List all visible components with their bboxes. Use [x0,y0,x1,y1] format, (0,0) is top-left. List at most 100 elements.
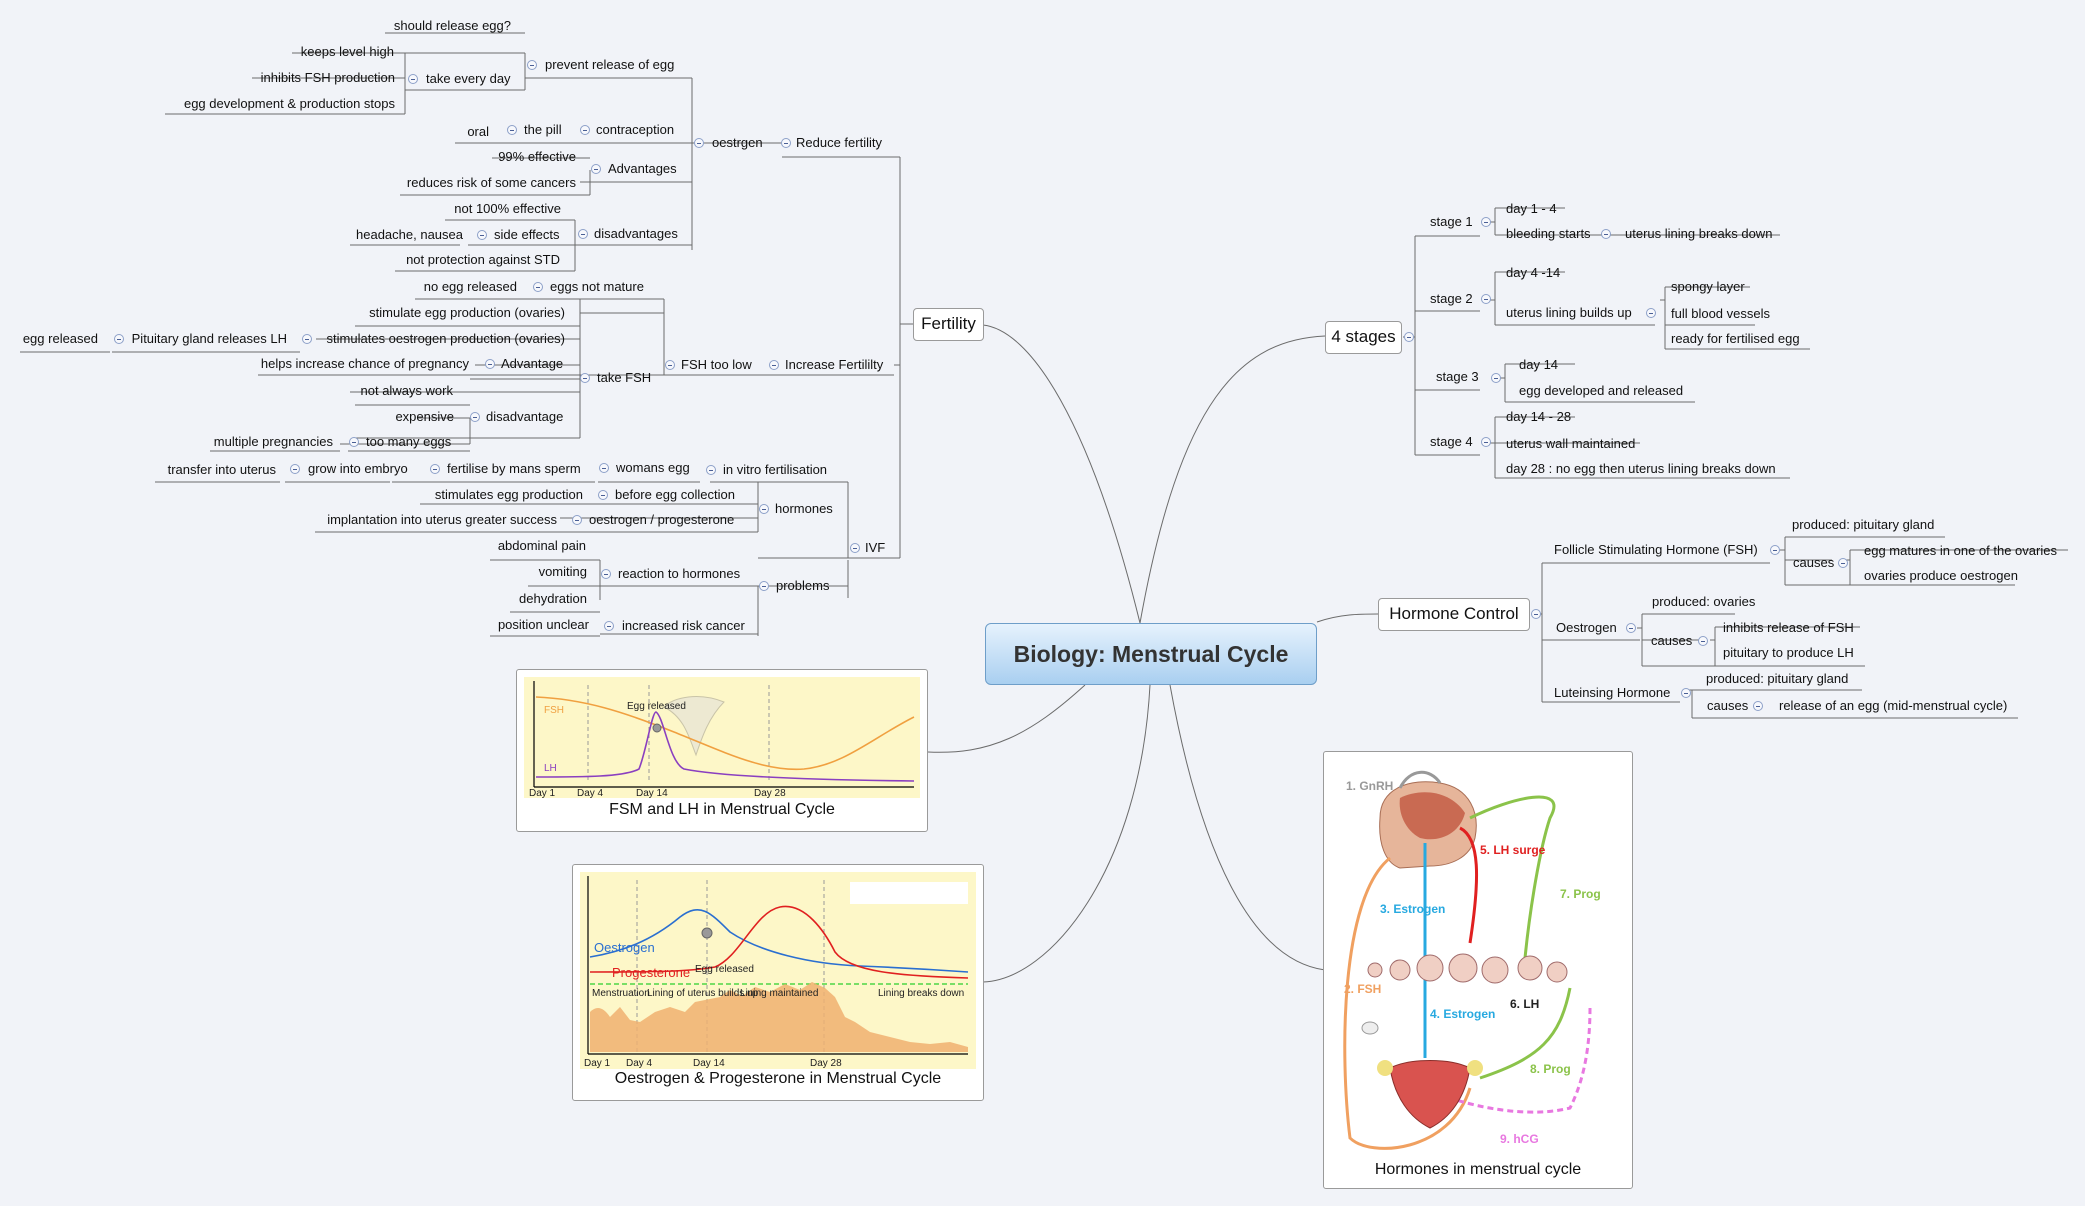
topic-hormone-control[interactable]: Hormone Control [1378,598,1530,631]
node-reduces-risk[interactable]: reduces risk of some cancers [406,175,576,190]
node-s3-day[interactable]: day 14 [1519,357,1559,372]
collapse-icon[interactable] [290,464,300,474]
node-oestrogen-hormone[interactable]: Oestrogen [1556,620,1617,635]
collapse-icon[interactable] [1753,701,1763,711]
collapse-icon[interactable] [302,334,312,344]
node-oestrogen[interactable]: oestrgen [712,135,763,150]
node-s2-builds[interactable]: uterus lining builds up [1506,305,1632,320]
collapse-icon[interactable] [591,164,601,174]
collapse-icon[interactable] [604,621,614,631]
collapse-icon[interactable] [1698,636,1708,646]
node-s3-egg[interactable]: egg developed and released [1519,383,1684,398]
node-stage-2[interactable]: stage 2 [1430,291,1473,306]
collapse-icon[interactable] [598,490,608,500]
topic-4-stages[interactable]: 4 stages [1325,321,1402,354]
node-oes-produced[interactable]: produced: ovaries [1652,594,1756,609]
collapse-icon[interactable] [1838,558,1848,568]
collapse-icon[interactable] [694,138,704,148]
collapse-icon[interactable] [759,581,769,591]
node-fertilise[interactable]: fertilise by mans sperm [447,461,581,476]
node-oest-prog[interactable]: oestrogen / progesterone [589,512,735,527]
node-stage-4[interactable]: stage 4 [1430,434,1473,449]
node-fsh-egg-matures[interactable]: egg matures in one of the ovaries [1864,543,2057,558]
node-stimulate-egg[interactable]: stimulate egg production (ovaries) [369,305,565,320]
node-stimulates-oestrogen[interactable]: stimulates oestrogen production (ovaries… [326,331,565,346]
node-no-std[interactable]: not protection against STD [406,252,560,267]
node-vomiting[interactable]: vomiting [538,564,587,579]
collapse-icon[interactable] [580,373,590,383]
node-headache[interactable]: headache, nausea [356,227,463,242]
node-womans-egg[interactable]: womans egg [616,460,690,475]
node-contraception[interactable]: contraception [596,122,675,137]
node-oes-causes[interactable]: causes [1651,633,1693,648]
node-s4-day28[interactable]: day 28 : no egg then uterus lining break… [1506,461,1776,476]
node-oes-inhibits[interactable]: inhibits release of FSH [1723,620,1854,635]
collapse-icon[interactable] [1481,294,1491,304]
node-pituitary-lh[interactable]: Pituitary gland releases LH [131,331,287,346]
node-fsh-ovaries[interactable]: ovaries produce oestrogen [1864,568,2018,583]
collapse-icon[interactable] [408,74,418,84]
collapse-icon[interactable] [430,464,440,474]
node-fsh-produced[interactable]: produced: pituitary gland [1792,517,1935,532]
collapse-icon[interactable] [477,230,487,240]
node-take-every-day[interactable]: take every day [426,71,511,86]
node-implantation[interactable]: implantation into uterus greater success [327,512,557,527]
node-embryo[interactable]: grow into embryo [308,461,408,476]
central-topic[interactable]: Biology: Menstrual Cycle [985,623,1317,685]
node-s2-day[interactable]: day 4 -14 [1506,265,1561,280]
node-s4-day[interactable]: day 14 - 28 [1506,409,1572,424]
node-lh-release[interactable]: release of an egg (mid-menstrual cycle) [1779,698,2008,713]
collapse-icon[interactable] [114,334,124,344]
node-no-egg-released[interactable]: no egg released [423,279,517,294]
collapse-icon[interactable] [1681,688,1691,698]
topic-fertility[interactable]: Fertility [913,308,984,341]
collapse-icon[interactable] [601,569,611,579]
node-lh-causes[interactable]: causes [1707,698,1749,713]
node-before-collection[interactable]: before egg collection [615,487,735,502]
collapse-icon[interactable] [1481,437,1491,447]
collapse-icon[interactable] [1491,373,1501,383]
node-reaction[interactable]: reaction to hormones [618,566,741,581]
node-egg-stops[interactable]: egg development & production stops [183,96,395,111]
node-stage-1[interactable]: stage 1 [1430,214,1473,229]
collapse-icon[interactable] [485,359,495,369]
collapse-icon[interactable] [665,360,675,370]
node-oes-pituitary[interactable]: pituitary to produce LH [1723,645,1854,660]
collapse-icon[interactable] [1626,623,1636,633]
node-in-vitro[interactable]: in vitro fertilisation [723,462,828,477]
node-disadvantages[interactable]: disadvantages [594,226,678,241]
node-transfer[interactable]: transfer into uterus [167,462,276,477]
collapse-icon[interactable] [1646,308,1656,318]
node-helps-pregnancy[interactable]: helps increase chance of pregnancy [260,356,469,371]
node-the-pill[interactable]: the pill [524,122,562,137]
node-advantage[interactable]: Advantage [501,356,564,371]
node-increase-fertility[interactable]: Increase Fertililty [785,357,884,372]
node-prevent-release[interactable]: prevent release of egg [545,57,675,72]
node-take-fsh[interactable]: take FSH [597,370,652,385]
node-ivf[interactable]: IVF [865,540,886,555]
node-disadvantage[interactable]: disadvantage [486,409,564,424]
node-s4-wall[interactable]: uterus wall maintained [1506,436,1636,451]
collapse-icon[interactable] [572,515,582,525]
node-s2-spongy[interactable]: spongy layer [1671,279,1745,294]
collapse-icon[interactable] [769,360,779,370]
collapse-icon[interactable] [578,229,588,239]
node-stimulates-egg[interactable]: stimulates egg production [434,487,583,502]
collapse-icon[interactable] [580,125,590,135]
collapse-icon[interactable] [507,125,517,135]
image-fsh-lh[interactable]: FSH LH Egg released Day 1 Day 4 Day 14 D… [516,669,928,832]
collapse-icon[interactable] [533,282,543,292]
collapse-icon[interactable] [1531,609,1541,619]
node-expensive[interactable]: expensive [395,409,454,424]
node-position-unclear[interactable]: position unclear [497,617,589,632]
node-cancer-risk[interactable]: increased risk cancer [622,618,745,633]
node-lh[interactable]: Luteinsing Hormone [1554,685,1671,700]
node-stage-3[interactable]: stage 3 [1436,369,1479,384]
collapse-icon[interactable] [599,463,609,473]
node-99-effective[interactable]: 99% effective [498,149,576,164]
node-side-effects[interactable]: side effects [494,227,560,242]
node-not-always-work[interactable]: not always work [360,383,453,398]
collapse-icon[interactable] [706,465,716,475]
node-fsh-too-low[interactable]: FSH too low [681,357,752,372]
collapse-icon[interactable] [781,138,791,148]
